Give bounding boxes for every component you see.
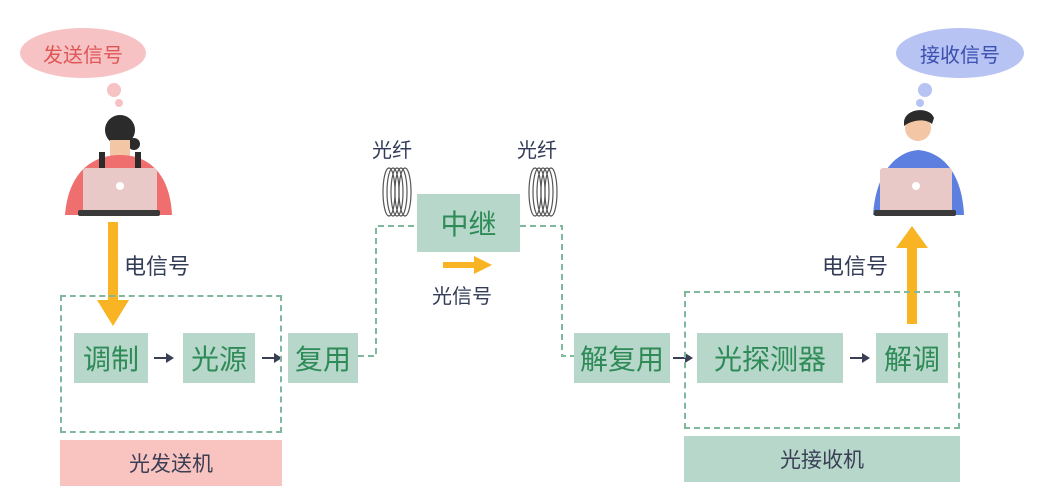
fiber-link	[358, 225, 417, 357]
thought-dot	[918, 83, 932, 97]
electrical-signal-label: 电信号	[124, 255, 191, 280]
fiber-coil-icon	[528, 167, 558, 217]
fiber-coil-icon	[382, 167, 412, 217]
receiver-group	[684, 291, 960, 429]
small-arrow-icon	[262, 353, 282, 363]
modulate-node: 调制	[74, 333, 148, 383]
sender-person-icon	[65, 115, 172, 216]
demodulate-node: 解调	[876, 333, 948, 383]
small-arrow-icon	[154, 353, 174, 363]
transmitter-label: 光发送机	[129, 452, 213, 476]
up-arrow-icon	[896, 226, 928, 324]
small-arrow-icon	[850, 353, 870, 363]
transmitter-bar: 光发送机	[60, 440, 282, 486]
photodetector-node: 光探测器	[697, 333, 843, 383]
down-arrow-icon	[97, 222, 129, 326]
repeater-node: 中继	[417, 194, 520, 252]
receiver-person-icon	[873, 110, 964, 216]
transmitter-group	[60, 295, 282, 433]
sender-thought-bubble: 发送信号	[20, 28, 146, 78]
electrical-signal-label: 电信号	[822, 255, 889, 280]
receiver-label: 光接收机	[780, 448, 864, 472]
fiber-link	[520, 225, 574, 357]
optical-arrow-icon	[443, 256, 492, 274]
thought-dot	[916, 99, 924, 107]
fiber-label: 光纤	[372, 138, 412, 162]
multiplex-node: 复用	[288, 333, 358, 383]
receiver-thought-bubble: 接收信号	[896, 28, 1024, 78]
receiver-bar: 光接收机	[684, 436, 960, 482]
small-arrow-icon	[673, 353, 693, 363]
thought-dot	[107, 83, 121, 97]
demultiplex-node: 解复用	[574, 333, 670, 383]
optical-signal-label: 光信号	[432, 284, 492, 308]
thought-dot	[115, 99, 123, 107]
light-source-node: 光源	[183, 333, 255, 383]
receiver-bubble-text: 接收信号	[920, 42, 1000, 67]
fiber-label: 光纤	[517, 138, 557, 162]
sender-bubble-text: 发送信号	[43, 42, 123, 67]
